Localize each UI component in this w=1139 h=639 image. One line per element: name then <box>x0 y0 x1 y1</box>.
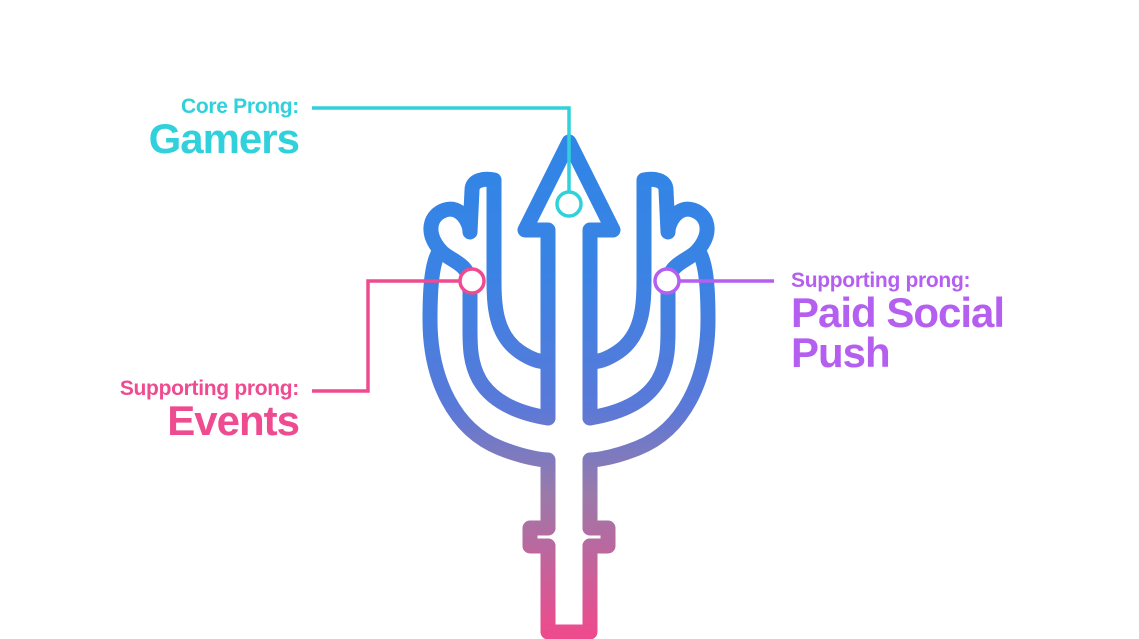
paid-social-kicker: Supporting prong: <box>791 269 971 292</box>
core-prong-kicker: Core Prong: <box>180 95 299 118</box>
events-label: Supporting prong: Events <box>119 377 300 444</box>
events-kicker: Supporting prong: <box>119 377 299 400</box>
events-marker <box>458 267 486 295</box>
paid-social-label: Supporting prong: Paid Social Push <box>791 269 1005 376</box>
events-leader-line <box>312 279 460 393</box>
left-prong-outline <box>423 171 556 426</box>
core-prong-label: Core Prong: Gamers <box>148 95 300 162</box>
paid-social-marker <box>653 267 681 295</box>
trident-handle <box>540 538 598 639</box>
core-prong-leader-line <box>312 106 571 192</box>
core-prong-marker <box>555 190 583 218</box>
right-prong-outline <box>582 171 715 426</box>
paid-social-title-line2: Push <box>791 329 891 376</box>
paid-social-title-line1: Paid Social <box>791 289 1005 336</box>
core-prong-title: Gamers <box>148 115 300 162</box>
trident-shaft-collar <box>522 520 616 554</box>
events-title: Events <box>167 397 300 444</box>
